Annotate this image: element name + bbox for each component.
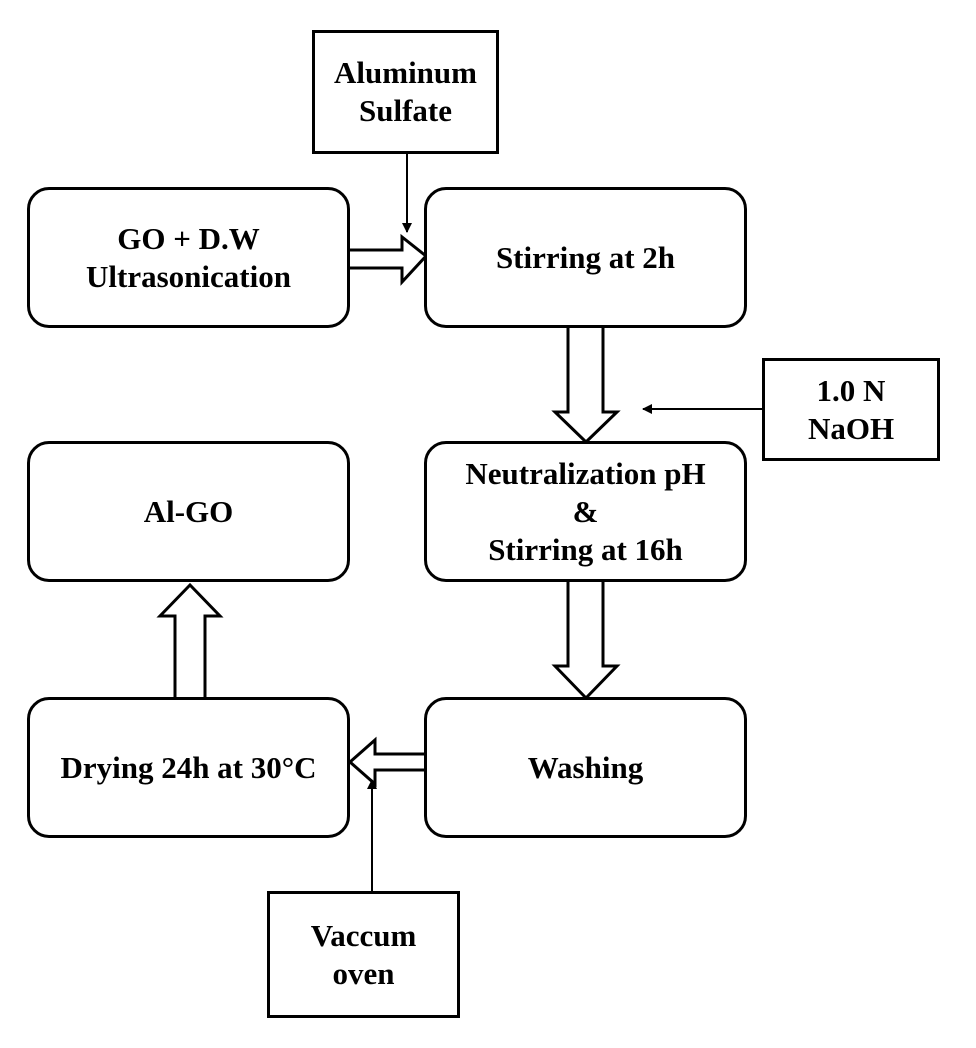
label-line: oven <box>332 955 395 991</box>
label-line: Sulfate <box>359 93 452 128</box>
label-line: Drying 24h at 30°C <box>60 749 317 785</box>
input-box-aluminum-sulfate: Aluminum Sulfate <box>312 30 499 154</box>
flow-arrow-stirring-to-neutralization <box>551 326 621 445</box>
step-box-drying: Drying 24h at 30°C <box>27 697 350 838</box>
label-line: GO + D.W <box>117 220 260 256</box>
label-line: & <box>572 493 599 529</box>
label-line: Vaccum <box>310 917 417 953</box>
step-box-al-go: Al-GO <box>27 441 350 582</box>
flow-arrow-neutralization-to-washing <box>551 581 621 701</box>
flow-arrow-drying-to-algo <box>156 582 224 697</box>
flow-arrow-godw-to-stirring <box>350 233 429 286</box>
step-box-stirring-2h: Stirring at 2h <box>424 187 747 328</box>
input-box-vacuum-oven: Vaccum oven <box>267 891 460 1018</box>
step-box-neutralization: Neutralization pH & Stirring at 16h <box>424 441 747 582</box>
step-box-washing: Washing <box>424 697 747 838</box>
flow-arrow-washing-to-drying <box>347 736 426 788</box>
step-box-go-dw-ultrasonication: GO + D.W Ultrasonication <box>27 187 350 328</box>
input-box-naoh: 1.0 N NaOH <box>762 358 940 461</box>
label-line: Ultrasonication <box>86 258 291 294</box>
label-line: Aluminum <box>334 55 477 90</box>
label-line: Stirring at 16h <box>488 531 683 567</box>
label-line: Stirring at 2h <box>495 239 676 275</box>
label-line: Neutralization pH <box>465 455 706 491</box>
label-line: NaOH <box>807 410 895 446</box>
label-line: Al-GO <box>143 493 234 529</box>
label-line: Washing <box>527 749 644 785</box>
label-line: 1.0 N <box>816 372 886 408</box>
